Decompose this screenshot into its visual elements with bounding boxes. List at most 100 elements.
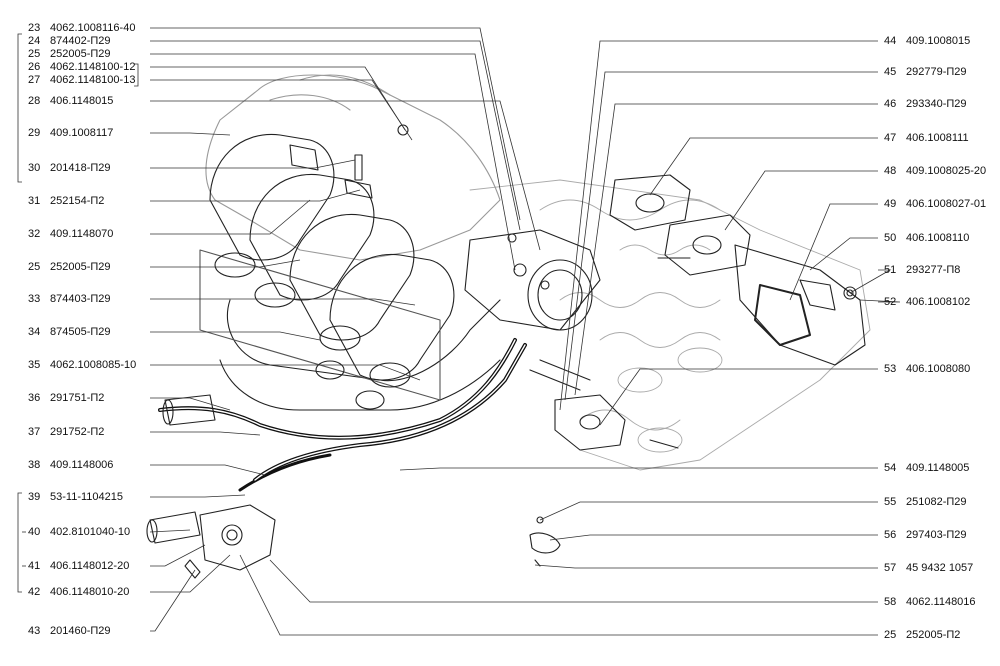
leader-line bbox=[150, 554, 231, 593]
leader-line bbox=[150, 259, 301, 268]
leader-line bbox=[724, 170, 878, 231]
leader-line bbox=[539, 501, 878, 521]
callout-number: 35 bbox=[28, 359, 41, 371]
callout-part-number: 292779-П29 bbox=[906, 66, 967, 78]
leader-line bbox=[150, 189, 361, 202]
callout-part-number: 291752-П2 bbox=[50, 426, 105, 438]
callout-number: 28 bbox=[28, 95, 41, 107]
callout-number: 41 bbox=[28, 560, 41, 572]
leader-line bbox=[150, 298, 416, 306]
leader-line bbox=[559, 40, 878, 411]
callout-part-number: 402.8101040-10 bbox=[50, 526, 131, 538]
leader-line bbox=[849, 269, 892, 294]
throttle-body bbox=[464, 229, 601, 331]
callout-number: 25 bbox=[28, 261, 41, 273]
callout-number: 55 bbox=[884, 496, 897, 508]
callout-part-number: 252005-П2 bbox=[906, 629, 961, 641]
leader-line bbox=[599, 368, 878, 426]
callout-number: 52 bbox=[884, 296, 897, 308]
leader-line bbox=[564, 71, 878, 401]
callout-number: 57 bbox=[884, 562, 897, 574]
callout-part-number: 4062.1148100-13 bbox=[50, 74, 136, 86]
callout-part-number: 291751-П2 bbox=[50, 392, 105, 404]
callout-part-number: 252005-П29 bbox=[50, 261, 111, 273]
callout-part-number: 201418-П29 bbox=[50, 162, 111, 174]
leader-line bbox=[150, 132, 231, 136]
exploded-flanges bbox=[609, 174, 866, 366]
callout-part-number: 406.1008027-01 bbox=[906, 198, 987, 210]
callout-number: 33 bbox=[28, 293, 41, 305]
callout-part-number: 293340-П29 bbox=[906, 98, 967, 110]
callout-part-number: 4062.1008085-10 bbox=[50, 359, 137, 371]
callout-number: 23 bbox=[28, 22, 41, 34]
callout-part-number: 406.1148010-20 bbox=[50, 586, 130, 598]
callout-number: 44 bbox=[884, 35, 897, 47]
callout-part-number: 4062.1008116-40 bbox=[50, 22, 136, 34]
callout-number: 49 bbox=[884, 198, 897, 210]
callout-number: 27 bbox=[28, 74, 41, 86]
leader-line bbox=[150, 397, 231, 411]
leader-line bbox=[399, 467, 878, 471]
callout-number: 31 bbox=[28, 195, 41, 207]
leader-line bbox=[150, 40, 521, 231]
callout-part-number: 406.1008110 bbox=[906, 232, 970, 244]
hardware bbox=[289, 124, 691, 567]
leader-line bbox=[150, 159, 356, 169]
callout-part-number: 4062.1148100-12 bbox=[50, 61, 136, 73]
callout-part-number: 874505-П29 bbox=[50, 326, 111, 338]
callout-number: 43 bbox=[28, 625, 41, 637]
leader-line bbox=[150, 53, 516, 271]
callout-number: 39 bbox=[28, 491, 41, 503]
leader-line bbox=[549, 534, 878, 541]
callout-number: 34 bbox=[28, 326, 41, 338]
callout-part-number: 252005-П29 bbox=[50, 48, 111, 60]
leader-line bbox=[150, 364, 421, 381]
callout-part-number: 201460-П29 bbox=[50, 625, 111, 637]
callout-part-number: 406.1148012-20 bbox=[50, 560, 130, 572]
callout-number: 47 bbox=[884, 132, 897, 144]
leader-line bbox=[150, 544, 206, 567]
callout-number: 24 bbox=[28, 35, 41, 47]
leader-line bbox=[150, 464, 266, 476]
runner-gasket bbox=[199, 249, 441, 410]
callout-part-number: 409.1008117 bbox=[50, 127, 114, 139]
callout-part-number: 4062.1148016 bbox=[906, 596, 976, 608]
callout-number: 32 bbox=[28, 228, 41, 240]
callout-part-number: 406.1008111 bbox=[906, 132, 969, 144]
leader-line bbox=[150, 331, 321, 341]
callout-number: 54 bbox=[884, 462, 897, 474]
callout-number: 25 bbox=[884, 629, 897, 641]
callout-part-number: 252154-П2 bbox=[50, 195, 105, 207]
leader-line bbox=[150, 494, 246, 498]
callout-part-number: 45 9432 1057 bbox=[906, 562, 974, 574]
callout-number: 42 bbox=[28, 586, 41, 598]
leader-line bbox=[150, 66, 406, 131]
callout-number: 37 bbox=[28, 426, 41, 438]
leader-line bbox=[809, 237, 878, 271]
coolant-hoses bbox=[158, 338, 527, 492]
leader-line bbox=[149, 529, 191, 533]
callout-number: 30 bbox=[28, 162, 41, 174]
callout-number: 36 bbox=[28, 392, 41, 404]
callout-number: 38 bbox=[28, 459, 41, 471]
callout-part-number: 406.1008102 bbox=[906, 296, 971, 308]
callout-part-number: 409.1008025-20 bbox=[906, 165, 987, 177]
callout-part-number: 409.1148006 bbox=[50, 459, 114, 471]
callout-number: 26 bbox=[28, 61, 41, 73]
callout-number: 25 bbox=[28, 48, 41, 60]
callout-number: 56 bbox=[884, 529, 897, 541]
callout-part-number: 874403-П29 bbox=[50, 293, 111, 305]
leader-line bbox=[239, 554, 878, 636]
callout-number: 48 bbox=[884, 165, 897, 177]
leader-line bbox=[150, 569, 196, 632]
outlet-flange bbox=[529, 359, 626, 451]
callout-part-number: 874402-П29 bbox=[50, 35, 111, 47]
callout-part-number: 293277-П8 bbox=[906, 264, 961, 276]
callout-part-number: 297403-П29 bbox=[906, 529, 967, 541]
callout-part-number: 409.1148070 bbox=[50, 228, 114, 240]
callout-number: 58 bbox=[884, 596, 897, 608]
upper-receiver bbox=[205, 74, 501, 261]
leader-line bbox=[534, 564, 878, 569]
